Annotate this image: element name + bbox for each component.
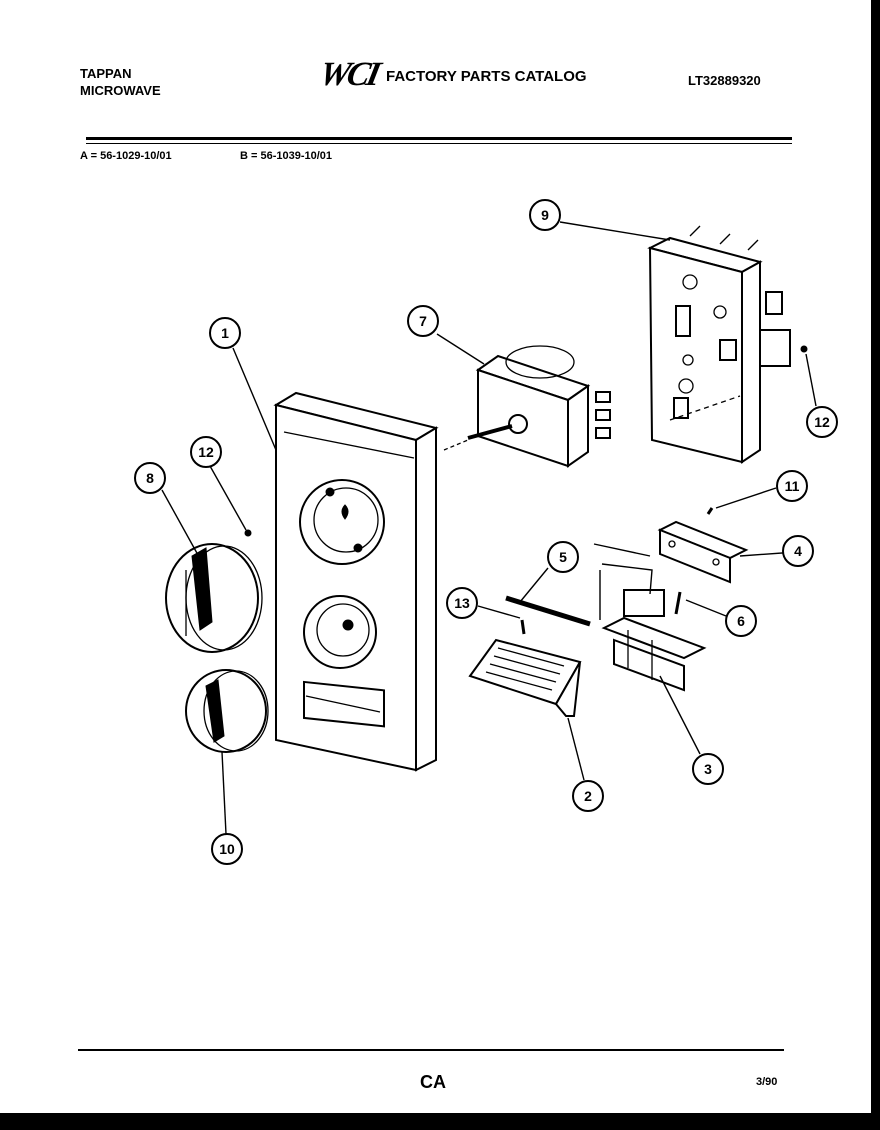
screw-part-11: [706, 507, 714, 515]
svg-text:9: 9: [541, 207, 549, 223]
svg-text:2: 2: [584, 788, 592, 804]
catalog-number: LT32889320: [688, 73, 761, 88]
variant-b-label: B = 56-1039-10/01: [240, 150, 333, 162]
brand-line1: TAPPAN: [80, 66, 132, 81]
callout-8: 8: [134, 462, 166, 494]
screw-part-12-front: [244, 529, 252, 537]
screw-part-6: [674, 591, 682, 615]
callout-4: 4: [782, 535, 814, 567]
header-rule-thin: [86, 143, 792, 144]
header-rule-thick: [86, 137, 792, 140]
callout-2: 2: [572, 780, 604, 812]
catalog-title: FACTORY PARTS CATALOG: [386, 68, 587, 85]
footer-rule: [78, 1049, 784, 1051]
svg-text:7: 7: [419, 313, 427, 329]
brand-line2: MICROWAVE: [80, 83, 161, 98]
callout-7: 7: [407, 305, 439, 337]
svg-text:12: 12: [198, 444, 214, 460]
screw-part-12-rear: [800, 345, 808, 353]
svg-text:5: 5: [559, 549, 567, 565]
circuit-board-part: [647, 225, 791, 464]
rod-part: [505, 595, 591, 627]
svg-text:1: 1: [221, 325, 229, 341]
variant-a-label: A = 56-1029-10/01: [80, 150, 172, 162]
callout-12-rear: 12: [806, 406, 838, 438]
control-panel-part: [273, 391, 439, 772]
parts-catalog-sheet: TAPPAN MICROWAVE WCI FACTORY PARTS CATAL…: [0, 0, 871, 1113]
svg-text:6: 6: [737, 613, 745, 629]
callout-9: 9: [529, 199, 561, 231]
svg-text:8: 8: [146, 470, 154, 486]
svg-text:13: 13: [454, 595, 470, 611]
svg-text:3: 3: [704, 761, 712, 777]
small-knob-part: [185, 669, 269, 753]
svg-text:12: 12: [814, 414, 830, 430]
large-knob-part: [165, 543, 263, 653]
callout-12-front: 12: [190, 436, 222, 468]
callout-11: 11: [776, 470, 808, 502]
svg-text:4: 4: [794, 543, 802, 559]
callout-6: 6: [725, 605, 757, 637]
page-date: 3/90: [756, 1076, 778, 1088]
timer-switch-part: [443, 345, 611, 468]
exploded-parts-diagram: 1 2 3 4 5 6 7 8: [134, 199, 838, 865]
screw-part-13: [520, 619, 526, 635]
page-code: CA: [420, 1072, 446, 1092]
svg-text:11: 11: [785, 478, 800, 494]
bracket-part: [657, 520, 749, 584]
svg-text:10: 10: [219, 841, 235, 857]
latch-frame-part: [601, 589, 707, 692]
callout-5: 5: [547, 541, 579, 573]
callout-3: 3: [692, 753, 724, 785]
callout-1: 1: [209, 317, 241, 349]
latch-button-part: [468, 638, 582, 717]
callout-13: 13: [446, 587, 478, 619]
callout-10: 10: [211, 833, 243, 865]
